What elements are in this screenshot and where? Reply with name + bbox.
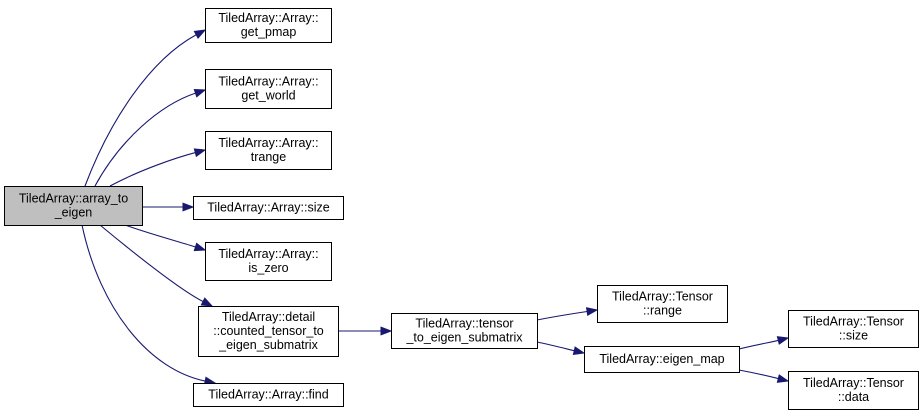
arrowhead [776, 336, 790, 345]
node-counted[interactable]: TiledArray::detail::counted_tensor_to_ei… [198, 306, 339, 357]
node-label-line: get_pmap [241, 25, 297, 39]
node-label-line: TiledArray::Array::find [208, 388, 328, 402]
edge-line [81, 224, 206, 382]
node-size[interactable]: TiledArray::Array::size [193, 196, 344, 220]
node-label-line: TiledArray::Array::size [207, 201, 330, 215]
edge-line [738, 339, 779, 350]
node-box [193, 196, 344, 220]
node-box [205, 242, 332, 281]
node-is-zero[interactable]: TiledArray::Array::is_zero [205, 242, 332, 281]
node-get-world[interactable]: TiledArray::Array::get_world [205, 69, 332, 109]
node-label-line: ::size [839, 329, 868, 343]
node-label-line: _eigen_submatrix [218, 338, 318, 352]
node-label-line: TiledArray::array_to [19, 192, 128, 206]
arrowhead [776, 374, 790, 383]
node-box [198, 306, 339, 357]
node-label-line: TiledArray::Tensor [612, 290, 713, 304]
node-label-line: TiledArray::Array:: [218, 136, 318, 150]
edge-line [536, 341, 575, 352]
node-box [391, 313, 538, 349]
edge-array_to_eigen-to-get_pmap [84, 29, 207, 187]
arrowhead [193, 148, 207, 158]
node-label-line: _to_eigen_submatrix [405, 331, 523, 345]
node-tensor-data[interactable]: TiledArray::Tensor::data [788, 371, 919, 410]
node-label-line: ::counted_tensor_to [213, 324, 324, 338]
edge-eigen_map-to-tensor_data [738, 369, 790, 383]
edge-counted-to-tensor_to_eigen [338, 326, 393, 336]
node-label-line: TiledArray::eigen_map [599, 352, 724, 366]
edge-eigen_map-to-tensor_size [738, 336, 790, 350]
arrowhead [193, 242, 207, 252]
node-label-line: TiledArray::Array:: [218, 75, 318, 89]
arrowhead [200, 297, 214, 307]
node-tensor-size[interactable]: TiledArray::Tensor::size [788, 310, 919, 348]
node-get-pmap[interactable]: TiledArray::Array::get_pmap [205, 8, 332, 43]
arrowhead [572, 346, 586, 355]
node-label-line: _eigen [54, 206, 93, 220]
node-eigen-map[interactable]: TiledArray::eigen_map [584, 346, 740, 373]
edge-line [99, 224, 204, 303]
edge-array_to_eigen-to-get_world [94, 89, 207, 187]
edge-line [84, 34, 197, 187]
node-label-line: ::range [643, 304, 682, 318]
edge-line [124, 224, 196, 248]
node-box [193, 383, 344, 407]
edge-line [94, 92, 196, 187]
node-tensor-range[interactable]: TiledArray::Tensor::range [597, 285, 728, 323]
node-box [597, 285, 728, 323]
node-box [788, 371, 919, 410]
node-box [584, 346, 740, 373]
edge-line [738, 369, 779, 380]
node-label-line: TiledArray::detail [222, 310, 315, 324]
node-box [205, 69, 332, 109]
node-label-line: get_world [241, 89, 295, 103]
node-label-line: is_zero [248, 261, 288, 275]
edge-array_to_eigen-to-counted [99, 224, 214, 307]
edge-tensor_to_eigen-to-tensor_range [536, 307, 599, 321]
node-find[interactable]: TiledArray::Array::find [193, 383, 344, 407]
arrowhead [380, 326, 393, 336]
arrowhead [193, 89, 207, 98]
node-label-line: trange [251, 150, 286, 164]
edge-tensor_to_eigen-to-eigen_map [536, 341, 586, 355]
node-label-line: ::data [838, 390, 869, 404]
node-box [205, 131, 332, 170]
node-trange[interactable]: TiledArray::Array::trange [205, 131, 332, 170]
edge-array_to_eigen-to-trange [109, 148, 207, 187]
edge-line [109, 152, 196, 187]
arrowhead [182, 202, 195, 212]
edge-line [536, 310, 588, 321]
node-tensor-to-eigen[interactable]: TiledArray::tensor_to_eigen_submatrix [391, 313, 538, 349]
node-label-line: TiledArray::Tensor [803, 315, 904, 329]
node-label-line: TiledArray::Tensor [803, 376, 904, 390]
node-array-to-eigen[interactable]: TiledArray::array_to_eigen [4, 186, 143, 226]
arrowhead [585, 307, 599, 317]
node-label-line: TiledArray::tensor [415, 317, 513, 331]
node-box [788, 310, 919, 348]
edge-array_to_eigen-to-is_zero [124, 224, 207, 252]
node-box [205, 8, 332, 43]
node-label-line: TiledArray::Array:: [218, 11, 318, 25]
edge-array_to_eigen-to-size [141, 202, 195, 212]
arrowhead [193, 29, 207, 40]
node-label-line: TiledArray::Array:: [218, 247, 318, 261]
node-box [4, 186, 143, 226]
